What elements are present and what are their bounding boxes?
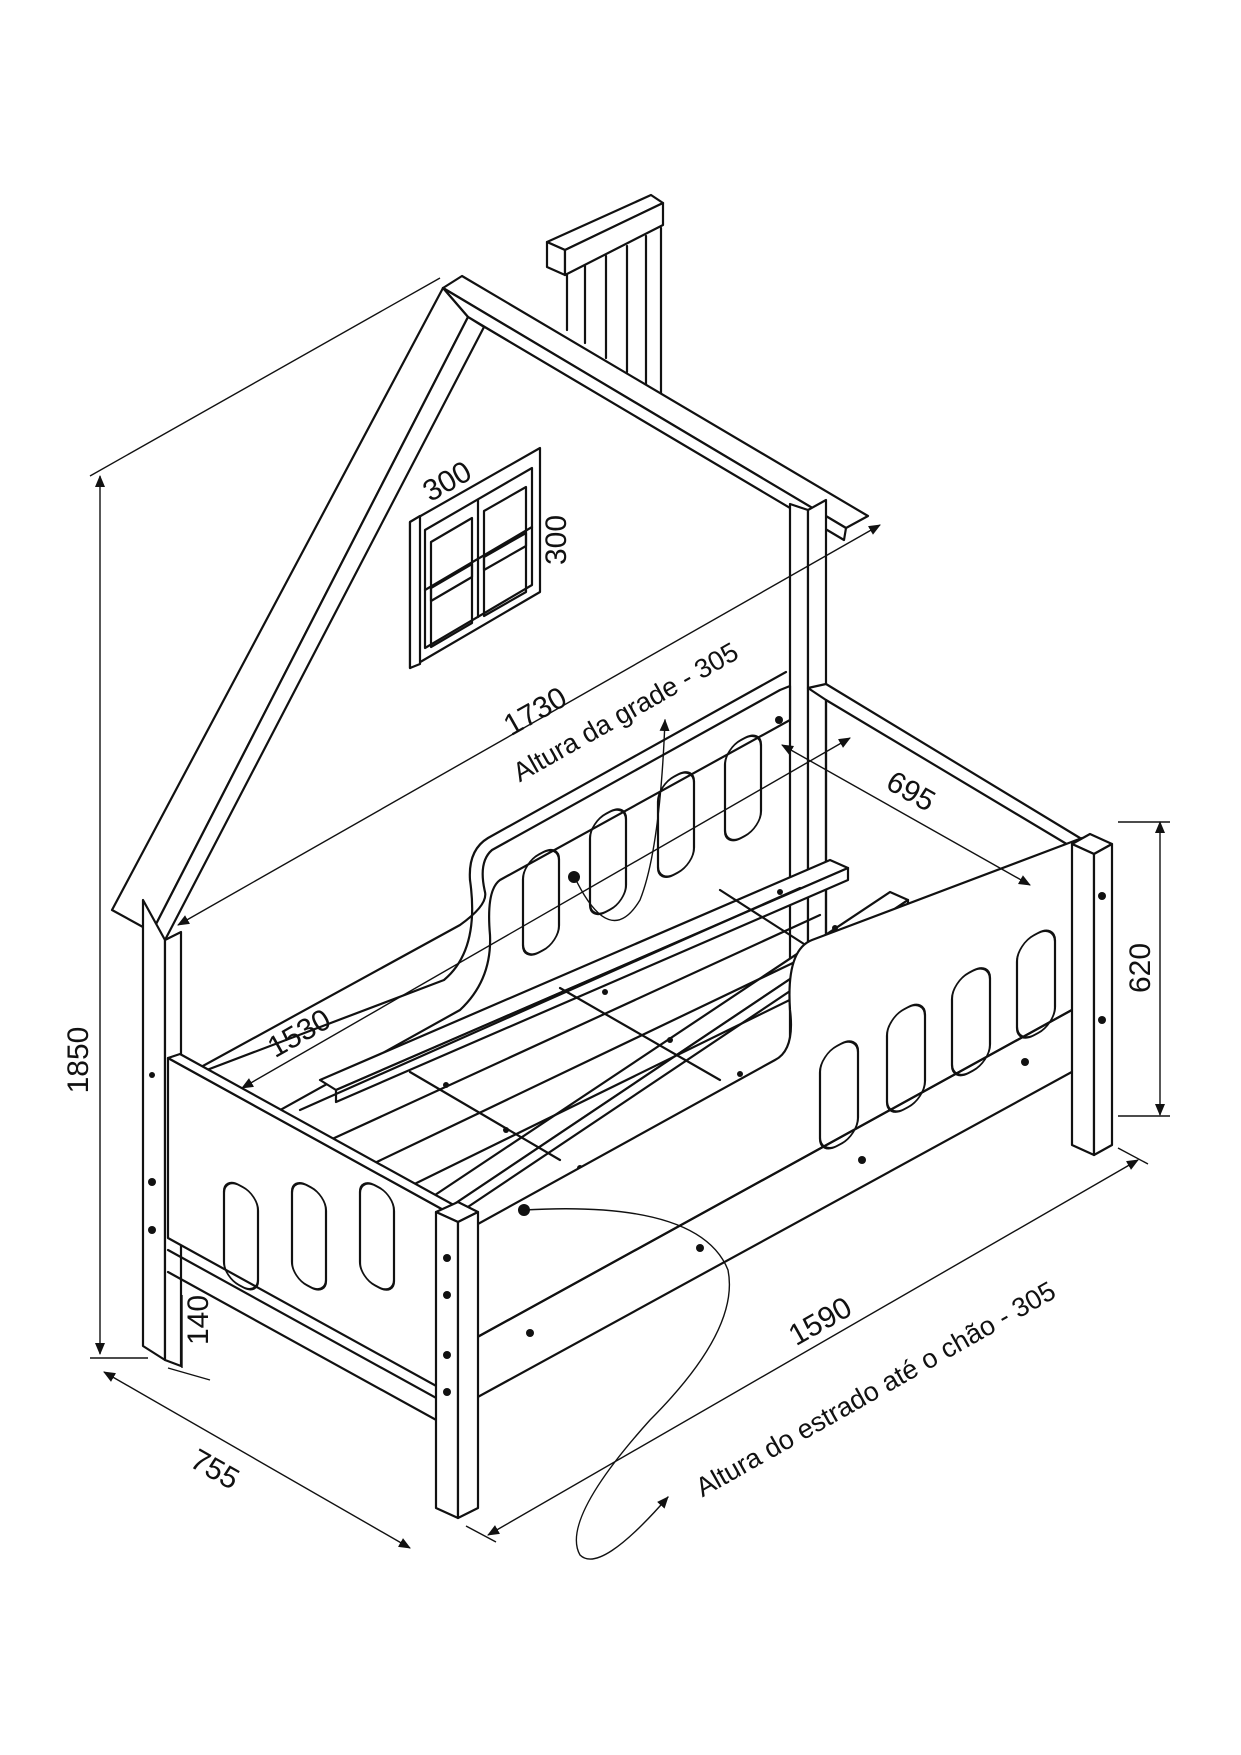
house-left-post [141, 898, 167, 1362]
label-620: 620 [1124, 943, 1157, 993]
leader-lines [518, 719, 731, 1560]
front-right-post [1070, 832, 1114, 1157]
label-755: 755 [185, 1443, 245, 1496]
label-window-height: 300 [540, 515, 573, 565]
label-slat-height: Altura do estrado até o chão - 305 [691, 1276, 1061, 1503]
foot-board [166, 1052, 472, 1434]
label-695: 695 [881, 765, 941, 818]
dimension-lines [89, 277, 1170, 1549]
label-140: 140 [182, 1295, 215, 1345]
chimney [545, 193, 665, 396]
label-1850: 1850 [62, 1027, 95, 1094]
front-left-post [148, 1072, 480, 1520]
